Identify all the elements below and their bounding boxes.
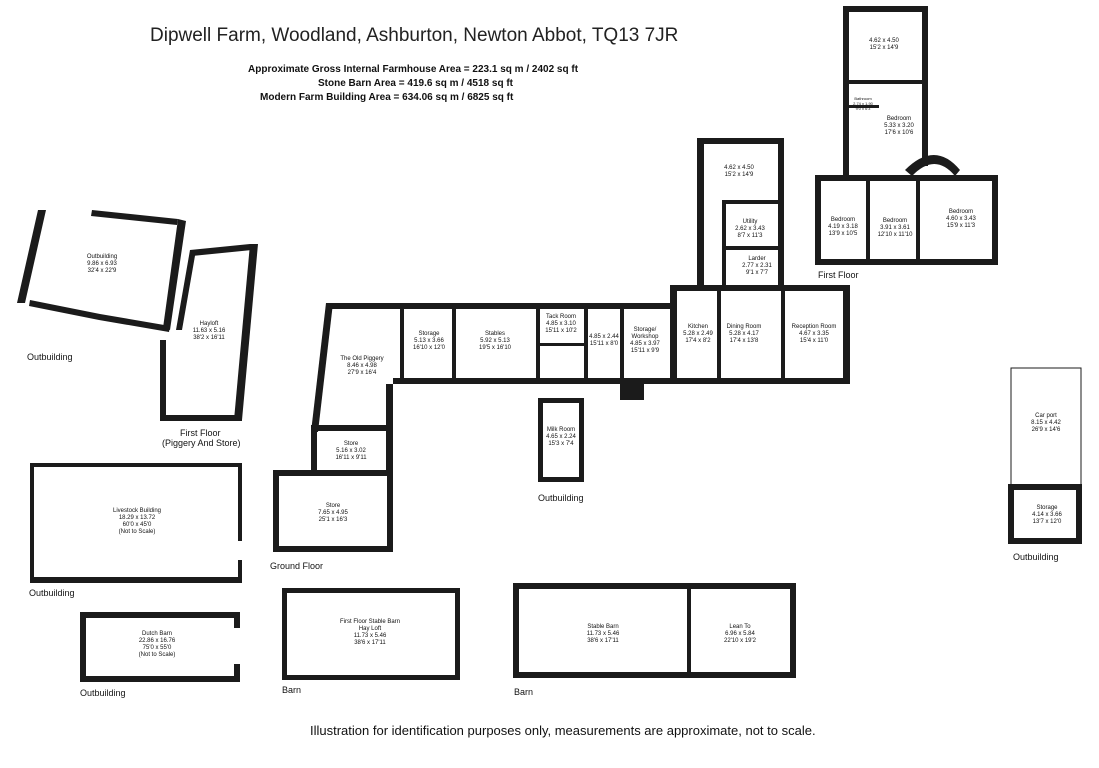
farmhouse-area-text: Approximate Gross Internal Farmhouse Are… [248,64,579,75]
caption-piggery-and-store: (Piggery And Store) [162,438,241,448]
modern-building-area-text: Modern Farm Building Area = 634.06 sq m … [260,92,514,103]
caption-outbuilding-livestock: Outbuilding [29,588,75,598]
outbuilding-top-walls [17,210,186,332]
caption-outbuilding-dutch: Outbuilding [80,688,126,698]
property-title: Dipwell Farm, Woodland, Ashburton, Newto… [150,25,679,46]
caption-barn-stable: Barn [514,687,534,697]
caption-barn-hayloft: Barn [282,685,302,695]
stone-barn-area-text: Stone Barn Area = 419.6 sq m / 4518 sq f… [318,78,513,89]
caption-outbuilding-milk: Outbuilding [538,493,584,503]
first-floor-walls [815,6,998,265]
stable-barn-walls [513,583,796,678]
livestock-walls [30,463,242,583]
dutch-barn-walls [80,612,240,682]
house-walls [670,138,850,384]
hay-loft-barn-walls [282,588,460,680]
carport-lines [1008,367,1082,544]
caption-outbuilding: Outbuilding [27,352,73,362]
milk-room-walls [538,398,584,482]
caption-first-floor-piggery: First Floor [180,428,221,438]
caption-ground-floor: Ground Floor [270,561,324,571]
caption-outbuilding-carport: Outbuilding [1013,552,1059,562]
caption-first-floor: First Floor [818,270,859,280]
hayloft-walls [160,244,258,421]
ground-floor-walls [273,303,671,552]
disclaimer: Illustration for identification purposes… [310,723,816,738]
